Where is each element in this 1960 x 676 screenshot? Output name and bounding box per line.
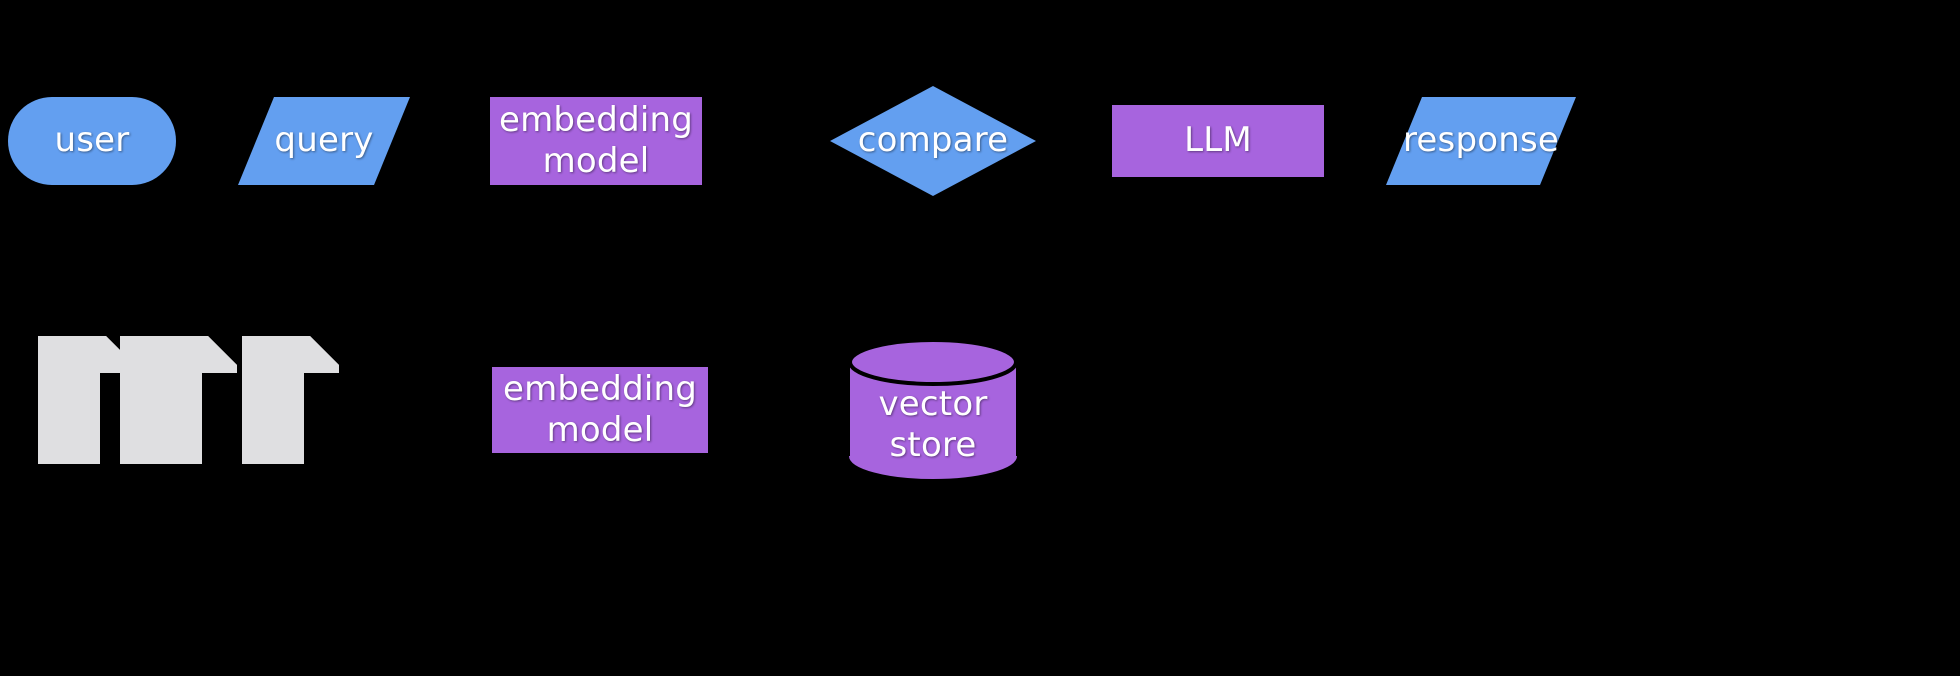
query-parallelogram-shape bbox=[238, 97, 410, 185]
node-embedding-model-bottom[interactable]: embedding model bbox=[492, 367, 708, 453]
node-documents[interactable] bbox=[38, 336, 340, 464]
node-user-label: user bbox=[54, 120, 130, 161]
node-embedding-model-top-label: embedding model bbox=[498, 99, 694, 181]
node-embedding-model-top[interactable]: embedding model bbox=[490, 97, 702, 185]
cylinder-shape bbox=[848, 338, 1018, 479]
response-parallelogram-shape bbox=[1386, 97, 1576, 185]
node-compare[interactable]: compare bbox=[830, 86, 1036, 196]
compare-diamond-shape bbox=[830, 86, 1036, 196]
node-query[interactable]: query bbox=[238, 97, 410, 185]
node-response[interactable]: response bbox=[1386, 97, 1576, 185]
node-user[interactable]: user bbox=[8, 97, 176, 185]
document-stack-icon bbox=[38, 336, 339, 464]
node-vector-store[interactable]: vector store bbox=[848, 338, 1018, 479]
node-llm-label: LLM bbox=[1184, 120, 1252, 161]
node-embedding-model-bottom-label: embedding model bbox=[502, 368, 698, 450]
node-llm[interactable]: LLM bbox=[1112, 105, 1324, 177]
